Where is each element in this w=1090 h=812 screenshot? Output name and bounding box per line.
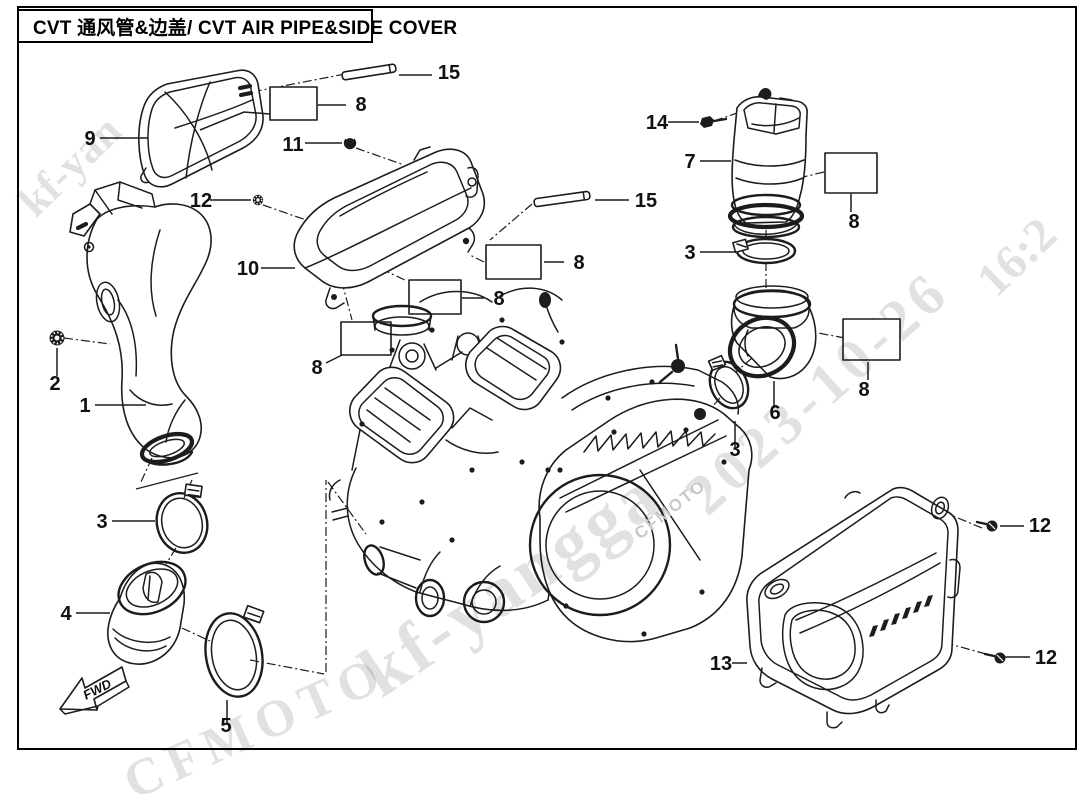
part-15-strip-top	[341, 63, 397, 81]
callout-12-a: 12	[190, 190, 212, 212]
callout-3-left: 3	[96, 511, 107, 533]
part-12-screw-lower	[983, 652, 1006, 664]
callout-13: 13	[710, 653, 732, 675]
part-13-side-cover	[746, 486, 961, 729]
callout-leader-lines	[56, 74, 1030, 724]
part-3-clamp-middle	[732, 237, 797, 265]
part-10-inner-cover	[293, 146, 486, 310]
callout-7: 7	[684, 151, 695, 173]
callout-3-mid: 3	[684, 242, 695, 264]
part-14-bolt	[700, 116, 728, 128]
title-box: CVT 通风管&边盖/ CVT AIR PIPE&SIDE COVER	[17, 9, 457, 43]
page-border	[17, 6, 1077, 750]
part-8-label-rects	[199, 86, 901, 361]
part-7-air-duct	[727, 88, 808, 239]
callout-11: 11	[282, 134, 303, 156]
callout-4: 4	[60, 603, 72, 625]
page-title: CVT 通风管&边盖/ CVT AIR PIPE&SIDE COVER	[33, 17, 458, 39]
callout-6: 6	[769, 402, 780, 424]
callout-8-c: 8	[573, 252, 584, 274]
cover-logo-dashes	[869, 595, 933, 637]
callout-numbers: 1 2 3 3 3 4 5 6 7 8 8 8 8 8 8 9 10 11 12…	[49, 62, 1057, 737]
part-3-clamp-left	[155, 483, 209, 554]
exploded-parts-diagram: FWD	[49, 62, 1057, 737]
callout-12-b: 12	[1029, 515, 1051, 537]
part-4-sleeve	[107, 560, 187, 665]
callout-14: 14	[646, 112, 669, 134]
callout-3-right: 3	[729, 439, 740, 461]
part-9-upper-cover	[138, 69, 264, 188]
callout-10: 10	[237, 258, 259, 280]
callout-15-a: 15	[438, 62, 460, 84]
engine-assembly: CFMOTO	[328, 287, 753, 643]
part-6-elbow-hose	[727, 285, 817, 380]
callout-2: 2	[49, 373, 60, 395]
parts-catalog-page: { "title": "CVT 通风管&边盖/ CVT AIR PIPE&SID…	[8, 6, 1077, 811]
part-11-screw	[343, 136, 357, 150]
callout-8-e: 8	[311, 357, 322, 379]
callout-8-a: 8	[355, 94, 366, 116]
part-5-clamp	[204, 604, 265, 698]
callout-5: 5	[220, 715, 231, 737]
part-12-nut	[252, 194, 264, 206]
callout-8-f: 8	[858, 379, 869, 401]
callout-8-b: 8	[848, 211, 859, 233]
part-12-screw-upper	[975, 520, 998, 532]
part-1-intake-duct	[69, 181, 212, 466]
callout-8-d: 8	[493, 288, 504, 310]
engine-bolt-dots	[359, 317, 727, 637]
callout-1: 1	[79, 395, 90, 417]
part-2-nut	[49, 330, 65, 346]
callout-9: 9	[84, 128, 95, 150]
callout-15-b: 15	[635, 190, 657, 212]
part-15-strip-middle	[533, 190, 591, 208]
fwd-direction-arrow: FWD	[59, 666, 130, 715]
callout-12-c: 12	[1035, 647, 1057, 669]
